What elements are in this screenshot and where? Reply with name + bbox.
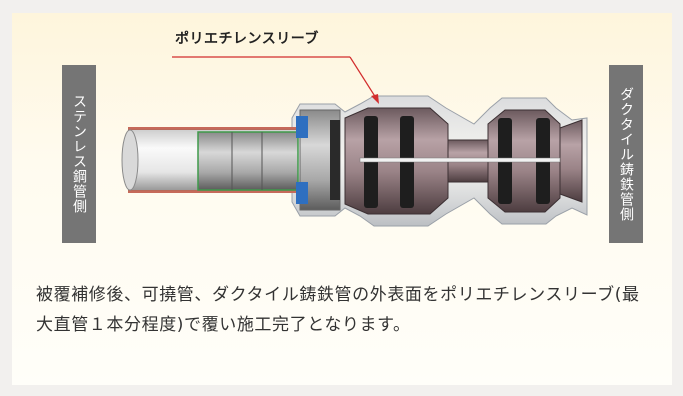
- stainless-steel-side-label: ステンレス鋼管側: [62, 65, 96, 243]
- caption-text: 被覆補修後、可撓管、ダクタイル鋳鉄管の外表面をポリエチレンスリーブ(最大直管１本…: [36, 285, 640, 335]
- ductile-iron-pipe: [344, 107, 583, 215]
- stainless-steel-pipe: [121, 127, 303, 193]
- flexible-coupling: [296, 109, 341, 211]
- callout-leader: [172, 56, 379, 104]
- callout-label: ポリエチレンスリーブ: [175, 31, 319, 47]
- ductile-iron-side-label: ダクタイル鋳鉄管側: [609, 65, 643, 243]
